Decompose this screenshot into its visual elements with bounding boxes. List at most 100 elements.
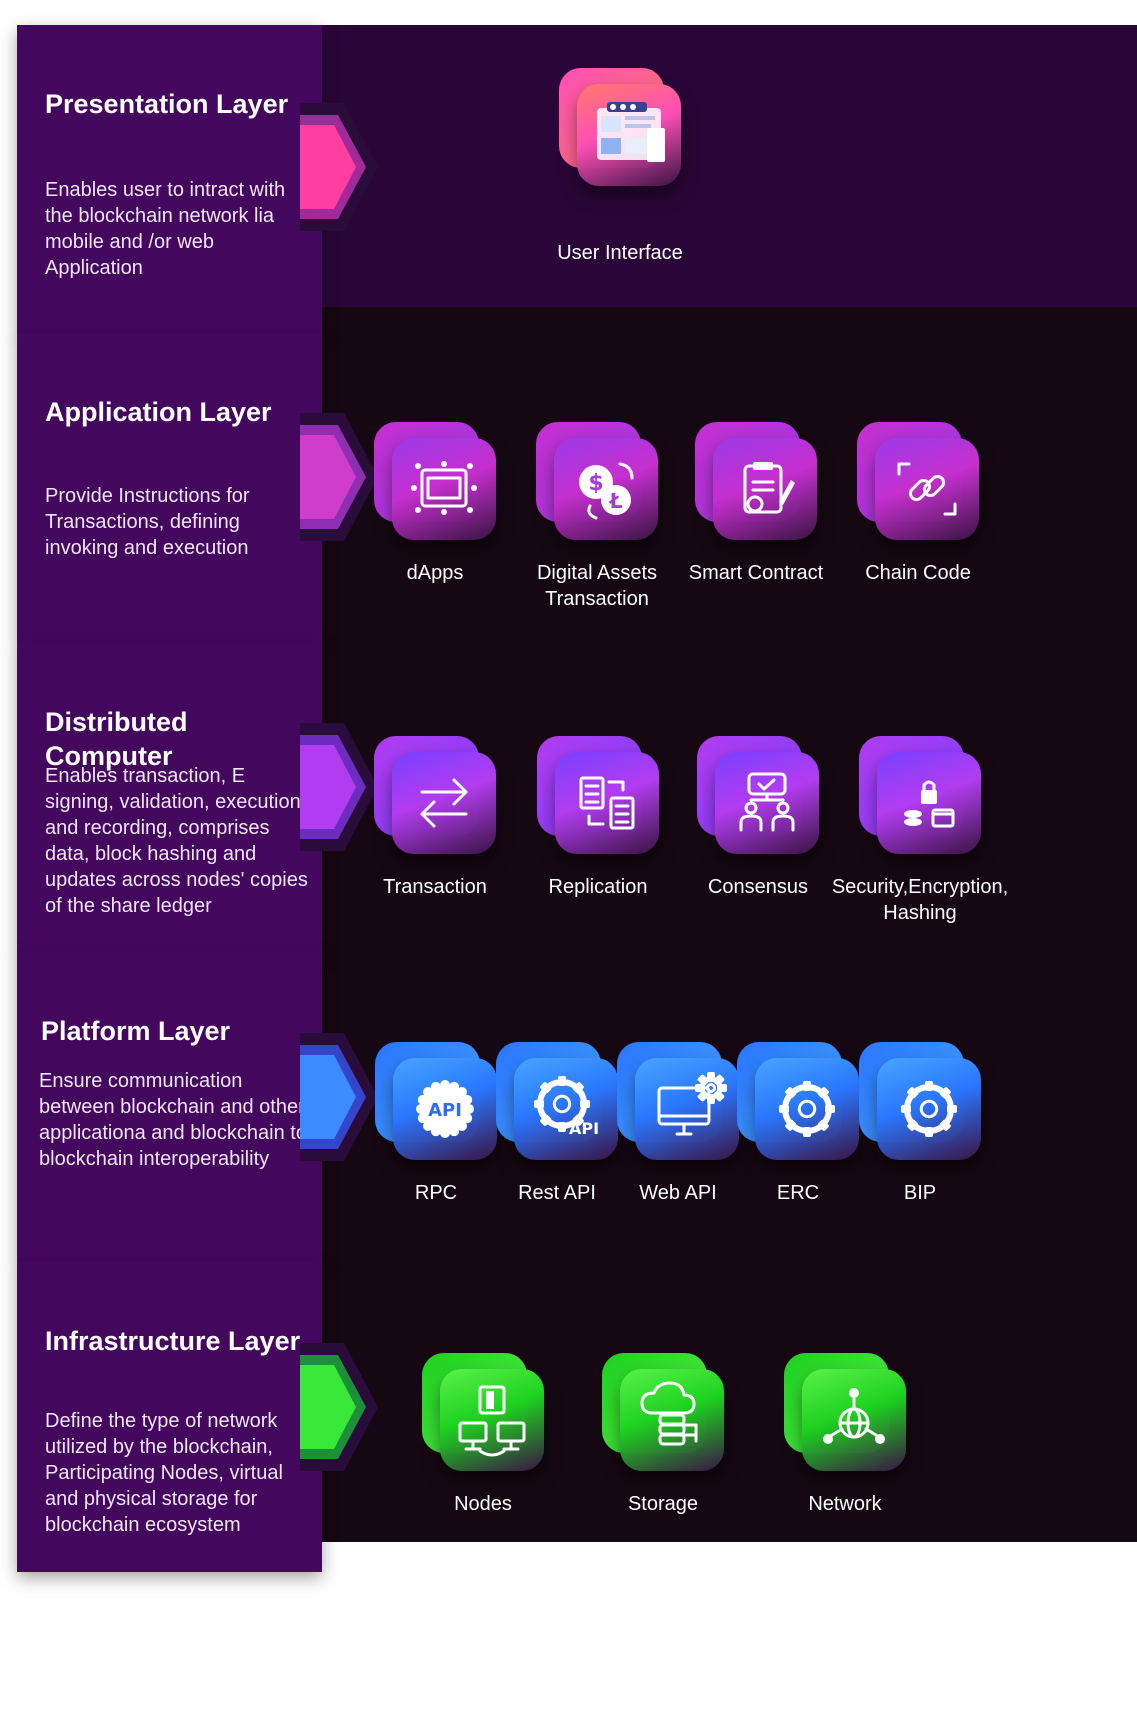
component-cloud-storage: Storage xyxy=(563,1353,763,1517)
tile-front-layer xyxy=(620,1369,724,1471)
component-api-gear: API Rest API xyxy=(457,1042,657,1206)
tile-front-layer xyxy=(555,752,659,854)
replication-icon xyxy=(579,776,635,830)
component-transaction-arrows: Transaction xyxy=(335,736,535,900)
gear-icon xyxy=(901,1081,957,1137)
layer-description: Enables transaction, E signing, validati… xyxy=(45,765,308,917)
icon-tile xyxy=(784,1353,906,1471)
dapps-icon xyxy=(411,461,477,515)
component-label: Replication xyxy=(548,876,648,898)
component-label: Security,Encryption, Hashing xyxy=(831,876,1009,924)
icon-tile xyxy=(857,422,979,540)
svg-text:API: API xyxy=(569,1119,599,1138)
gear-icon xyxy=(779,1081,835,1137)
component-dapps: dApps xyxy=(335,422,535,586)
tile-front-layer xyxy=(392,752,496,854)
layer-title: Distributed Computer xyxy=(45,707,188,771)
svg-text:$: $ xyxy=(588,471,603,496)
component-consensus: Consensus xyxy=(658,736,858,900)
component-label: Chain Code xyxy=(865,562,971,584)
component-replication: Replication xyxy=(498,736,698,900)
tile-front-layer xyxy=(755,1058,859,1160)
component-label: Web API xyxy=(639,1182,717,1204)
api-badge-icon: API xyxy=(416,1080,474,1138)
layer-description: Provide Instructions for Transactions, d… xyxy=(45,485,250,559)
component-label: Network xyxy=(808,1493,882,1515)
monitor-gear-icon xyxy=(657,1072,727,1136)
security-lock-icon xyxy=(904,780,955,828)
nodes-computers-icon xyxy=(458,1385,526,1457)
icon-tile xyxy=(859,736,981,854)
tile-front-layer xyxy=(875,438,979,540)
icon-tile: API xyxy=(375,1042,497,1160)
chevron-arrow-icon xyxy=(300,103,378,231)
cloud-storage-icon xyxy=(640,1381,698,1446)
user-interface-icon xyxy=(597,102,665,162)
component-monitor-gear: Web API xyxy=(578,1042,778,1206)
tile-front-layer xyxy=(802,1369,906,1471)
tile-front-layer xyxy=(635,1058,739,1160)
layer-title: Presentation Layer xyxy=(45,89,289,119)
component-label: User Interface xyxy=(557,242,683,264)
component-nodes-computers: Nodes xyxy=(383,1353,583,1517)
component-label: Consensus xyxy=(707,876,809,898)
icon-tile xyxy=(559,68,681,186)
svg-text:Ł: Ł xyxy=(609,489,623,513)
smart-contract-icon xyxy=(743,462,795,514)
component-chain-code: Chain Code xyxy=(818,422,1018,586)
icon-tile xyxy=(374,422,496,540)
network-globe-icon xyxy=(823,1388,885,1444)
chevron-arrow-icon xyxy=(300,1343,378,1471)
icon-tile xyxy=(695,422,817,540)
component-network-globe: Network xyxy=(745,1353,945,1517)
component-label: dApps xyxy=(406,562,464,584)
component-label: Transaction xyxy=(383,876,487,898)
icon-tile xyxy=(697,736,819,854)
svg-text:API: API xyxy=(428,1100,462,1121)
consensus-icon xyxy=(739,772,795,832)
icon-tile: $Ł xyxy=(536,422,658,540)
component-label: Rest API xyxy=(518,1182,596,1204)
chevron-arrow-icon xyxy=(300,1033,378,1161)
icon-tile xyxy=(374,736,496,854)
layer-description: Define the type of network utilized by t… xyxy=(45,1410,283,1536)
component-user-interface: User Interface xyxy=(520,68,720,266)
layer-description: Enables user to intract with the blockch… xyxy=(45,179,286,279)
component-label: RPC xyxy=(414,1182,458,1204)
layer-title: Application Layer xyxy=(45,397,272,427)
icon-tile xyxy=(422,1353,544,1471)
component-smart-contract: Smart Contract xyxy=(656,422,856,586)
component-label: Nodes xyxy=(454,1493,512,1515)
presentation-band xyxy=(322,25,1137,307)
api-gear-icon: API xyxy=(534,1076,599,1138)
component-digital-assets: $Ł Digital Assets Transaction xyxy=(497,422,697,612)
tile-front-layer xyxy=(715,752,819,854)
tile-front-layer xyxy=(392,438,496,540)
component-api-badge: API RPC xyxy=(336,1042,536,1206)
component-security-lock: Security,Encryption, Hashing xyxy=(820,736,1020,926)
icon-tile xyxy=(737,1042,859,1160)
layer-title: Platform Layer xyxy=(41,1016,231,1046)
icon-tile xyxy=(617,1042,739,1160)
component-label: ERC xyxy=(776,1182,820,1204)
component-label: Digital Assets Transaction xyxy=(536,562,658,610)
chain-code-icon xyxy=(897,462,957,516)
component-label: Smart Contract xyxy=(688,562,824,584)
icon-tile: API xyxy=(496,1042,618,1160)
layer-title: Infrastructure Layer xyxy=(45,1326,301,1356)
digital-assets-icon: $Ł xyxy=(579,462,634,520)
component-label: Storage xyxy=(627,1493,699,1515)
component-gear: ERC xyxy=(698,1042,898,1206)
component-gear: BIP xyxy=(820,1042,1020,1206)
chevron-arrow-icon xyxy=(300,413,378,541)
tile-front-layer xyxy=(877,1058,981,1160)
transaction-arrows-icon xyxy=(420,778,468,828)
component-label: BIP xyxy=(903,1182,937,1204)
icon-tile xyxy=(537,736,659,854)
